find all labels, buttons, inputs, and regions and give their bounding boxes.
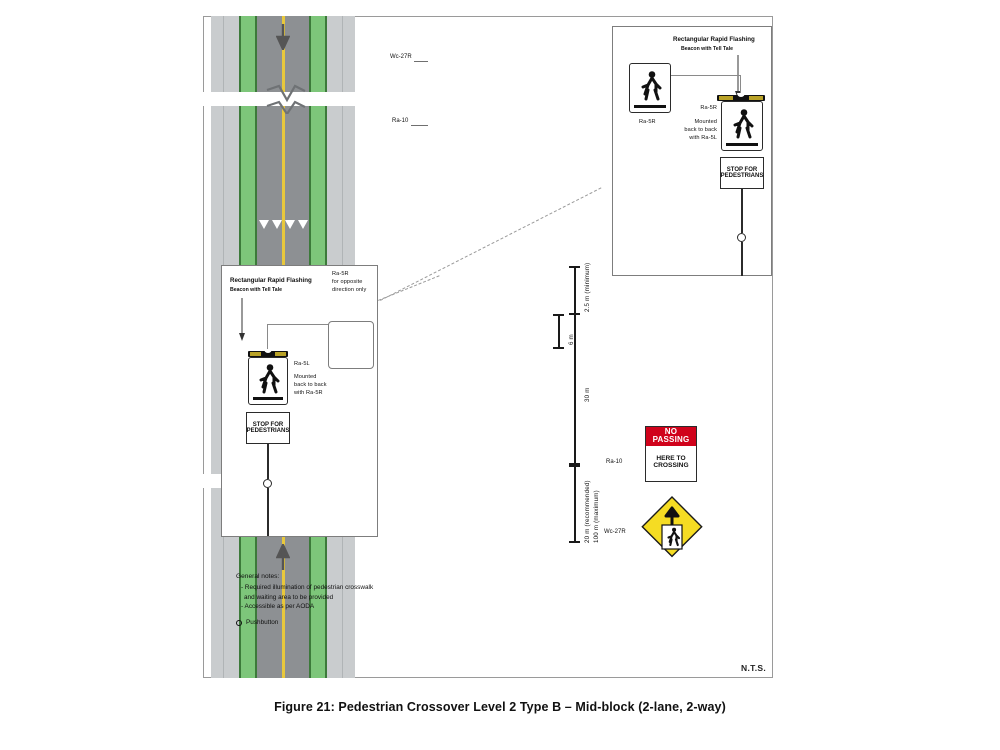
callout-left-title: Rectangular Rapid Flashing	[230, 277, 312, 284]
callout-left-connector-top	[267, 324, 329, 360]
sign-stop-for-pedestrians-right: STOP FOR PEDESTRIANS	[720, 157, 764, 189]
dim-crosswalk-width-cap-top	[569, 266, 580, 268]
pushbutton-icon-left	[263, 479, 272, 488]
callout-left-title-arrow-icon	[239, 298, 245, 341]
scale-note: N.T.S.	[741, 663, 766, 673]
sign-no-passing-here-to-crossing: NO PASSING HERE TO CROSSING	[645, 426, 697, 482]
dim-advance-max-label: 100 m (maximum)	[593, 490, 600, 543]
pedestrian-symbol-icon	[641, 71, 662, 101]
callout-left-sign-label-4: with Ra-5R	[294, 390, 323, 396]
dim-stopline-line	[558, 314, 560, 348]
callout-right-title: Rectangular Rapid Flashing	[673, 36, 755, 43]
side-sign-label-ra10: Ra-10	[606, 459, 623, 465]
road-label-ra10-leader	[411, 125, 428, 126]
callout-left-sign-label-2: Mounted	[294, 374, 317, 380]
callout-right-left-sign-label: Ra-5R	[639, 119, 656, 125]
no-passing-bottom-line1: HERE TO	[656, 455, 686, 463]
dim-stopline-cap-top	[553, 314, 564, 316]
dim-advance-cap-top	[569, 465, 580, 467]
notes-item-2: - Accessible as per AODA	[241, 603, 315, 611]
road-label-ra10: Ra-10	[392, 118, 409, 124]
callout-right: Rectangular Rapid Flashing Beacon with T…	[612, 26, 772, 276]
pushbutton-legend-icon	[236, 620, 242, 627]
road-label-wc27r-leader	[414, 61, 428, 62]
callout-left-secondary-label-1: Ra-5R	[332, 271, 349, 277]
callout-right-connector	[671, 75, 741, 97]
pedestrian-crossing-ahead-icon	[641, 496, 703, 558]
sign-ra5r-front	[629, 63, 671, 113]
dim-30m-label: 30 m	[584, 387, 591, 402]
dim-30m-line	[574, 313, 576, 465]
callout-left-secondary-sign	[328, 321, 374, 369]
callout-left-sign-label-1: Ra-5L	[294, 361, 310, 367]
road-label-wc27r: Wc-27R	[390, 54, 412, 60]
notes-item-1: - Required illumination of pedestrian cr…	[241, 584, 374, 592]
sign-ra5l	[248, 357, 288, 405]
notes-legend-pushbutton: Pushbutton	[236, 618, 466, 628]
callout-left-secondary-label-2: for opposite	[332, 279, 363, 285]
sign-pole-lower-left	[267, 488, 269, 536]
callout-left-secondary-label-3: direction only	[332, 287, 367, 293]
side-sign-label-wc27r: Wc-27R	[604, 529, 626, 535]
sign-stop-for-pedestrians-left: STOP FOR PEDESTRIANS	[246, 412, 290, 444]
callout-right-subtitle: Beacon with Tell Tale	[681, 46, 733, 52]
sign-pole-upper-right	[741, 189, 743, 233]
dim-crosswalk-width-label: 2.5 m (minimum)	[584, 262, 591, 312]
callout-right-sign-label-4: with Ra-5L	[689, 135, 717, 141]
road-break-gap-top	[203, 92, 363, 106]
pedestrian-symbol-icon	[259, 364, 280, 394]
no-passing-top-text: NO PASSING	[646, 427, 696, 446]
dim-advance-cap-bot	[569, 541, 580, 543]
callout-left-subtitle: Beacon with Tell Tale	[230, 287, 282, 293]
dim-30m-cap-bot	[569, 463, 580, 465]
dim-advance-label: 20 m (recommended)	[584, 480, 591, 543]
stop-for-pedestrians-line1: STOP FOR	[252, 421, 284, 428]
dim-stopline-cap-bot	[553, 347, 564, 349]
stop-for-pedestrians-line2: PEDESTRIANS	[720, 173, 764, 179]
yield-triangles-north	[259, 220, 308, 229]
rrfb-beacon-bar-right	[717, 93, 765, 101]
notes-legend-label: Pushbutton	[246, 619, 279, 627]
general-notes: General notes: - Required illumination o…	[236, 572, 466, 628]
rrfb-beacon-bar-left	[248, 349, 288, 357]
dim-crosswalk-width-line	[574, 266, 576, 314]
sign-ra5r-mounted	[721, 101, 763, 151]
arrow-down-icon	[276, 24, 290, 50]
sign-pole-upper-left	[267, 444, 269, 479]
callout-left-sign-label-3: back to back	[294, 382, 327, 388]
no-passing-bottom-line2: CROSSING	[653, 462, 689, 469]
callout-right-sign-label-1: Ra-5R	[700, 105, 717, 111]
pedestrian-symbol-icon	[733, 109, 754, 139]
callout-right-sign-label-3: back to back	[684, 127, 717, 133]
stop-for-pedestrians-line2: PEDESTRIANS	[246, 428, 290, 434]
pushbutton-icon-right	[737, 233, 746, 242]
stop-for-pedestrians-line1: STOP FOR	[726, 166, 758, 173]
callout-right-sign-label-2: Mounted	[694, 119, 717, 125]
notes-heading: General notes:	[236, 573, 280, 580]
dim-advance-line	[574, 465, 576, 543]
callout-left-connector-vert	[267, 324, 268, 360]
callout-left: Rectangular Rapid Flashing Beacon with T…	[221, 265, 378, 537]
sign-pole-lower-right	[741, 242, 743, 276]
arrow-up-icon	[276, 544, 290, 570]
road-break-zigzag-icon-top	[266, 84, 306, 114]
notes-item-1-cont: and waiting area to be provided	[244, 593, 334, 601]
figure-caption: Figure 21: Pedestrian Crossover Level 2 …	[274, 700, 726, 714]
